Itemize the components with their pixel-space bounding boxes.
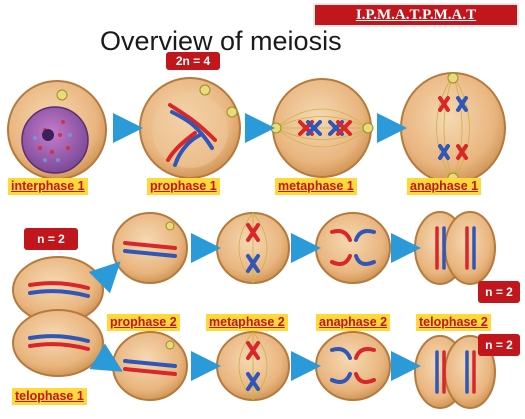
cell-metaphase-1 (271, 79, 373, 177)
label-telophase-2: telophase 2 (416, 314, 491, 331)
label-prophase-2: prophase 2 (107, 314, 180, 331)
cell-prophase-2-bottom (113, 332, 187, 400)
label-telophase-1: telophase 1 (12, 388, 87, 405)
cell-anaphase-1 (401, 73, 505, 183)
badge-n-2-right-top: n = 2 (478, 281, 520, 303)
cell-prophase-2-top (113, 213, 187, 283)
label-interphase-1: interphase 1 (8, 178, 88, 195)
badge-n-2-right-bottom: n = 2 (478, 334, 520, 356)
cell-interphase (8, 81, 106, 179)
cell-anaphase-2-top (316, 213, 390, 283)
label-anaphase-1: anaphase 1 (407, 178, 481, 195)
cell-metaphase-2-top (217, 213, 289, 283)
badge-n-2-left: n = 2 (24, 228, 78, 250)
cell-telophase-2-top (415, 212, 495, 284)
cell-anaphase-2-bottom (316, 332, 390, 400)
cell-telophase-1 (13, 257, 103, 376)
label-metaphase-1: metaphase 1 (275, 178, 357, 195)
label-anaphase-2: anaphase 2 (316, 314, 390, 331)
cell-metaphase-2-bottom (217, 332, 289, 400)
cell-prophase-1 (140, 78, 240, 178)
label-metaphase-2: metaphase 2 (206, 314, 288, 331)
label-prophase-1: prophase 1 (147, 178, 220, 195)
badge-2n-4: 2n = 4 (166, 52, 220, 70)
